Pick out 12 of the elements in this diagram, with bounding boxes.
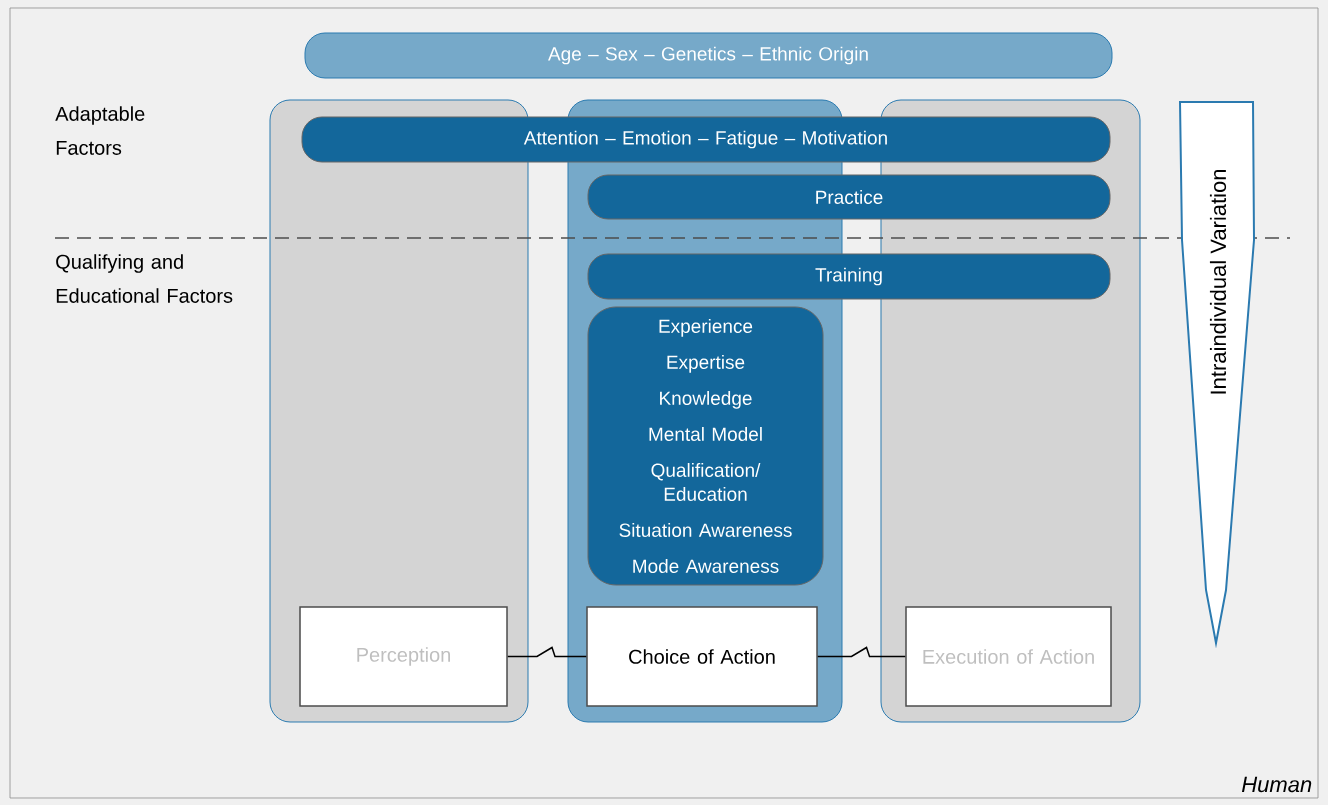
pill-bar: Practice [587, 174, 1111, 220]
switch-connector [817, 646, 906, 658]
factor-list-box: Experience Expertise Knowledge Mental Model Qualification/ Education Situation Awareness Mode Awareness [587, 306, 824, 586]
process-box: Perception [299, 606, 508, 707]
process-box: Execution of Action [905, 606, 1112, 707]
pill-bar: Attention – Emotion – Fatigue – Motivation [301, 116, 1111, 163]
side-label: Qualifying and Educational Factors [56, 254, 233, 303]
side-label: Adaptable Factors [55, 106, 145, 155]
switch-connector [507, 646, 587, 658]
pill-bar: Training [587, 253, 1111, 300]
process-box: Choice of Action [586, 606, 818, 707]
pill-bar: Age – Sex – Genetics – Ethnic Origin [304, 32, 1113, 79]
